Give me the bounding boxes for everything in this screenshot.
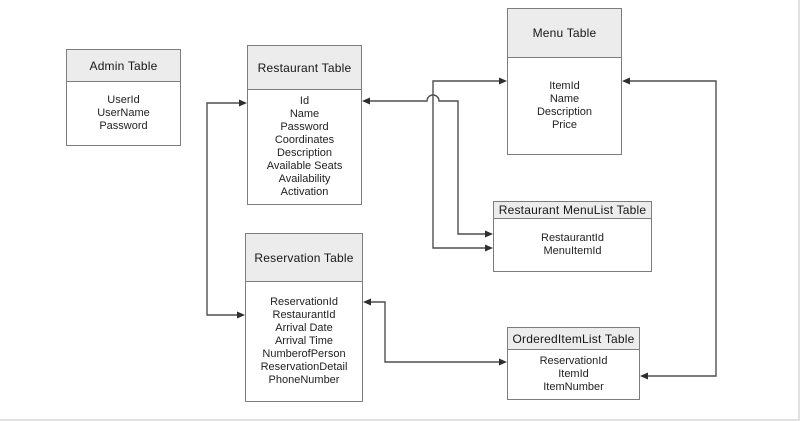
field-arrival-time: Arrival Time xyxy=(274,335,334,347)
arrowhead-icon xyxy=(239,99,247,107)
field-activation: Activation xyxy=(280,186,329,198)
arrowhead-icon xyxy=(499,77,507,85)
field-name: Name xyxy=(549,93,580,105)
arrowhead-icon xyxy=(499,358,507,366)
relationship-restaurant-reservation xyxy=(206,102,239,316)
relationship-menu-ordereditemlist xyxy=(630,80,717,377)
field-itemid: ItemId xyxy=(549,80,580,92)
field-username: UserName xyxy=(97,107,150,119)
field-arrival-date: Arrival Date xyxy=(275,322,333,334)
field-numberofperson: NumberofPerson xyxy=(262,348,346,360)
field-restaurantid: RestaurantId xyxy=(272,309,336,321)
field-availability: Availability xyxy=(278,173,331,185)
arrowhead-icon xyxy=(485,244,493,252)
field-id: Id xyxy=(299,95,310,107)
field-itemid: ItemId xyxy=(558,368,589,380)
table-title-menu: Menu Table xyxy=(508,9,621,58)
field-menuitemid: MenuItemId xyxy=(543,245,602,257)
arrowhead-icon xyxy=(237,311,245,319)
table-title-restaurant-menulist: Restaurant MenuList Table xyxy=(494,202,651,219)
relationship-menu-menulist xyxy=(432,80,499,249)
relationship-reservation-ordereditemlist xyxy=(371,301,499,363)
field-reservationid: ReservationId xyxy=(270,296,338,308)
field-restaurantid: RestaurantId xyxy=(541,232,604,244)
field-description: Description xyxy=(536,106,593,118)
arrowhead-icon xyxy=(362,97,370,105)
field-reservationdetail: ReservationDetail xyxy=(260,361,348,373)
field-name: Name xyxy=(289,108,320,120)
arrowhead-icon xyxy=(485,230,493,238)
arrowhead-icon xyxy=(640,372,648,380)
field-coordinates: Coordinates xyxy=(274,134,335,146)
field-description: Description xyxy=(276,147,333,159)
arrowhead-icon xyxy=(622,77,630,85)
field-itemnumber: ItemNumber xyxy=(543,381,604,393)
field-phonenumber: PhoneNumber xyxy=(268,374,340,386)
table-title-reservation: Reservation Table xyxy=(246,234,362,282)
field-password: Password xyxy=(280,121,329,133)
table-title-admin: Admin Table xyxy=(67,50,180,82)
field-reservationid: ReservationId xyxy=(539,355,608,367)
relationship-restaurant-menulist xyxy=(370,94,485,235)
table-title-ordered-itemlist: OrderedItemList Table xyxy=(508,328,639,350)
arrowhead-icon xyxy=(363,298,371,306)
field-password: Password xyxy=(99,120,148,132)
field-available-seats: Available Seats xyxy=(266,160,343,172)
field-userid: UserId xyxy=(107,94,140,106)
table-title-restaurant: Restaurant Table xyxy=(248,46,361,90)
field-price: Price xyxy=(551,119,578,131)
